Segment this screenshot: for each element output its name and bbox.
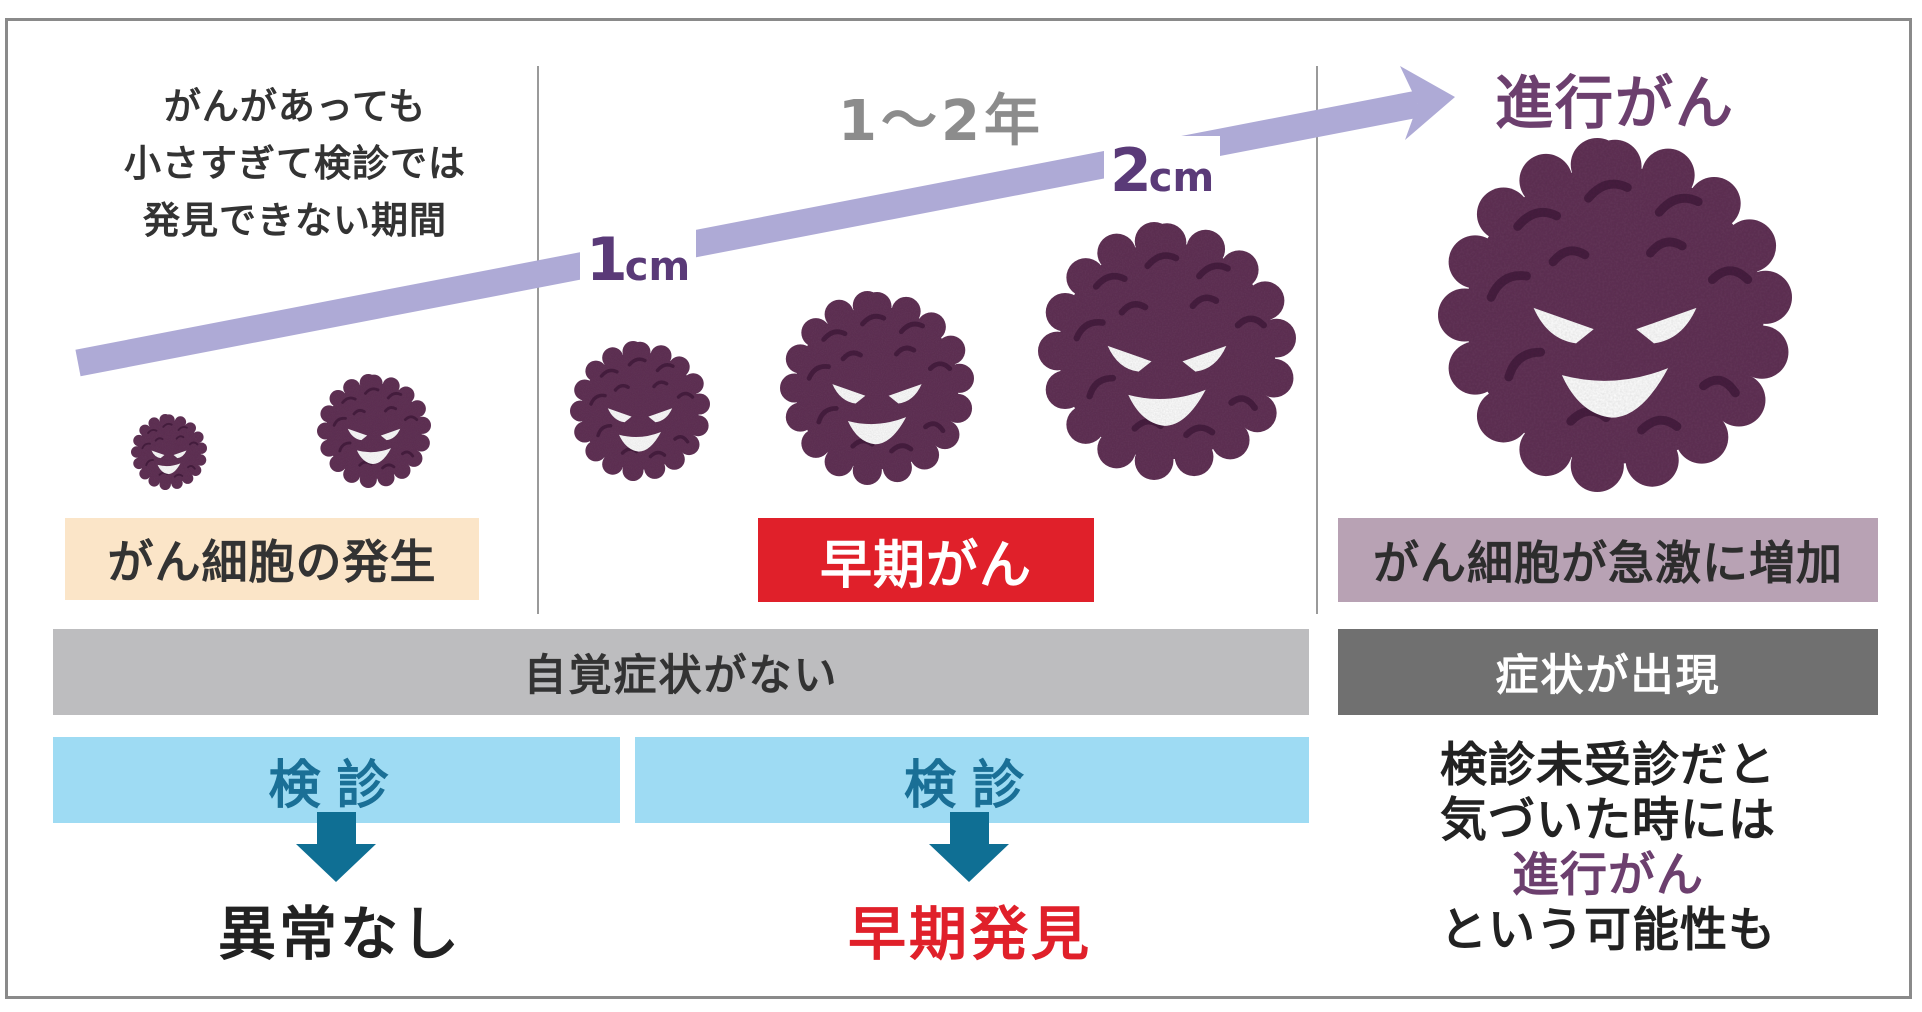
- early-cancer-label: 早期がん: [758, 518, 1094, 602]
- exam-result-normal: 異常なし: [218, 900, 463, 968]
- diagram-frame: [5, 18, 1912, 999]
- column-divider-1: [537, 66, 539, 614]
- warning-highlight: 進行がん: [1512, 848, 1704, 903]
- warning-line-4: という可能性も: [1440, 903, 1776, 958]
- onset-label: がん細胞の発生: [65, 518, 479, 600]
- column-divider-2: [1316, 66, 1318, 614]
- warning-line-1: 検診未受診だと: [1440, 738, 1776, 793]
- advanced-cancer-title: 進行がん: [1495, 69, 1736, 137]
- size-unit: cm: [624, 244, 691, 290]
- rapid-growth-label: がん細胞が急激に増加: [1338, 518, 1878, 602]
- size-value: 2: [1110, 136, 1152, 206]
- warning-line-2: 気づいた時には: [1440, 793, 1776, 848]
- exam-box-1: 検診: [53, 737, 620, 823]
- exam-box-2: 検診: [635, 737, 1309, 823]
- size-value: 1: [586, 225, 628, 295]
- exam-result-early-detection: 早期発見: [848, 900, 1093, 968]
- preclinical-note: がんがあっても 小さすぎて検診では 発見できない期間: [124, 85, 466, 242]
- duration-label: 1～2年: [838, 89, 1044, 154]
- advanced-warning: 検診未受診だと 気づいた時には 進行がん という可能性も: [1388, 738, 1828, 958]
- down-arrow-icon: [296, 812, 376, 882]
- down-arrow-icon: [929, 812, 1009, 882]
- size-unit: cm: [1148, 155, 1215, 201]
- size-label-1cm: 1cm: [580, 225, 697, 295]
- symptom-bar: 症状が出現: [1338, 629, 1878, 715]
- size-label-2cm: 2cm: [1104, 136, 1221, 206]
- no-symptom-bar: 自覚症状がない: [53, 629, 1309, 715]
